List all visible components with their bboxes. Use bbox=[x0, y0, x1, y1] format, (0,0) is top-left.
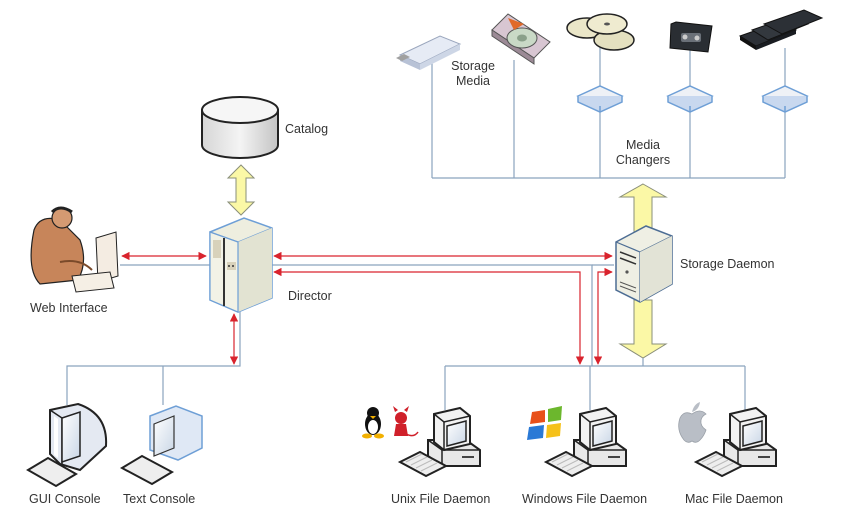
apple-logo-icon bbox=[678, 402, 707, 443]
storage-media-label: Storage Media bbox=[446, 59, 500, 89]
storage-media-label-line2: Media bbox=[455, 74, 491, 88]
gui-console-label: GUI Console bbox=[29, 492, 101, 506]
optical-discs-icon bbox=[566, 13, 635, 51]
storage-network-lines bbox=[431, 48, 786, 179]
catalog-director-data-arrow bbox=[226, 164, 256, 216]
media-changer-3 bbox=[762, 85, 808, 113]
tape-cartridge-icon bbox=[669, 21, 713, 53]
unix-file-daemon-computer-icon bbox=[399, 407, 481, 477]
unix-file-daemon-label: Unix File Daemon bbox=[391, 492, 491, 506]
crt-monitor-icon bbox=[26, 402, 108, 488]
catalog-label: Catalog bbox=[285, 122, 329, 136]
media-changers-label: Media Changers bbox=[610, 138, 676, 168]
windows-file-daemon-label: Windows File Daemon bbox=[522, 492, 648, 506]
director-label: Director bbox=[288, 289, 332, 303]
bsd-daemon-icon bbox=[393, 406, 419, 437]
user-at-computer-icon bbox=[30, 206, 119, 293]
storage-client-data-arrow bbox=[618, 299, 668, 359]
mac-file-daemon-label: Mac File Daemon bbox=[685, 492, 783, 506]
media-changers-label-line1: Media bbox=[625, 138, 661, 152]
media-changer-2 bbox=[667, 85, 713, 113]
usb-drive-icon bbox=[396, 35, 462, 70]
server-icon bbox=[615, 225, 673, 303]
monitor-icon bbox=[119, 405, 203, 486]
storage-daemon-label: Storage Daemon bbox=[680, 257, 775, 271]
web-interface-label: Web Interface bbox=[30, 301, 108, 315]
storage-media-label-line1: Storage bbox=[451, 59, 495, 73]
text-console-label: Text Console bbox=[123, 492, 196, 506]
client-network-lines bbox=[66, 264, 746, 410]
mac-file-daemon-computer-icon bbox=[695, 407, 777, 477]
server-tower-icon bbox=[209, 217, 273, 313]
tux-penguin-icon bbox=[362, 407, 384, 439]
media-storage-data-arrow bbox=[618, 183, 668, 233]
tape-cartridges-icon bbox=[738, 9, 824, 50]
database-icon bbox=[201, 96, 279, 159]
hard-disk-icon bbox=[491, 13, 551, 65]
media-changers-label-line2: Changers bbox=[615, 153, 671, 167]
windows-logo-icon bbox=[527, 406, 562, 440]
control-connections bbox=[121, 251, 613, 365]
media-changer-1 bbox=[577, 85, 623, 113]
